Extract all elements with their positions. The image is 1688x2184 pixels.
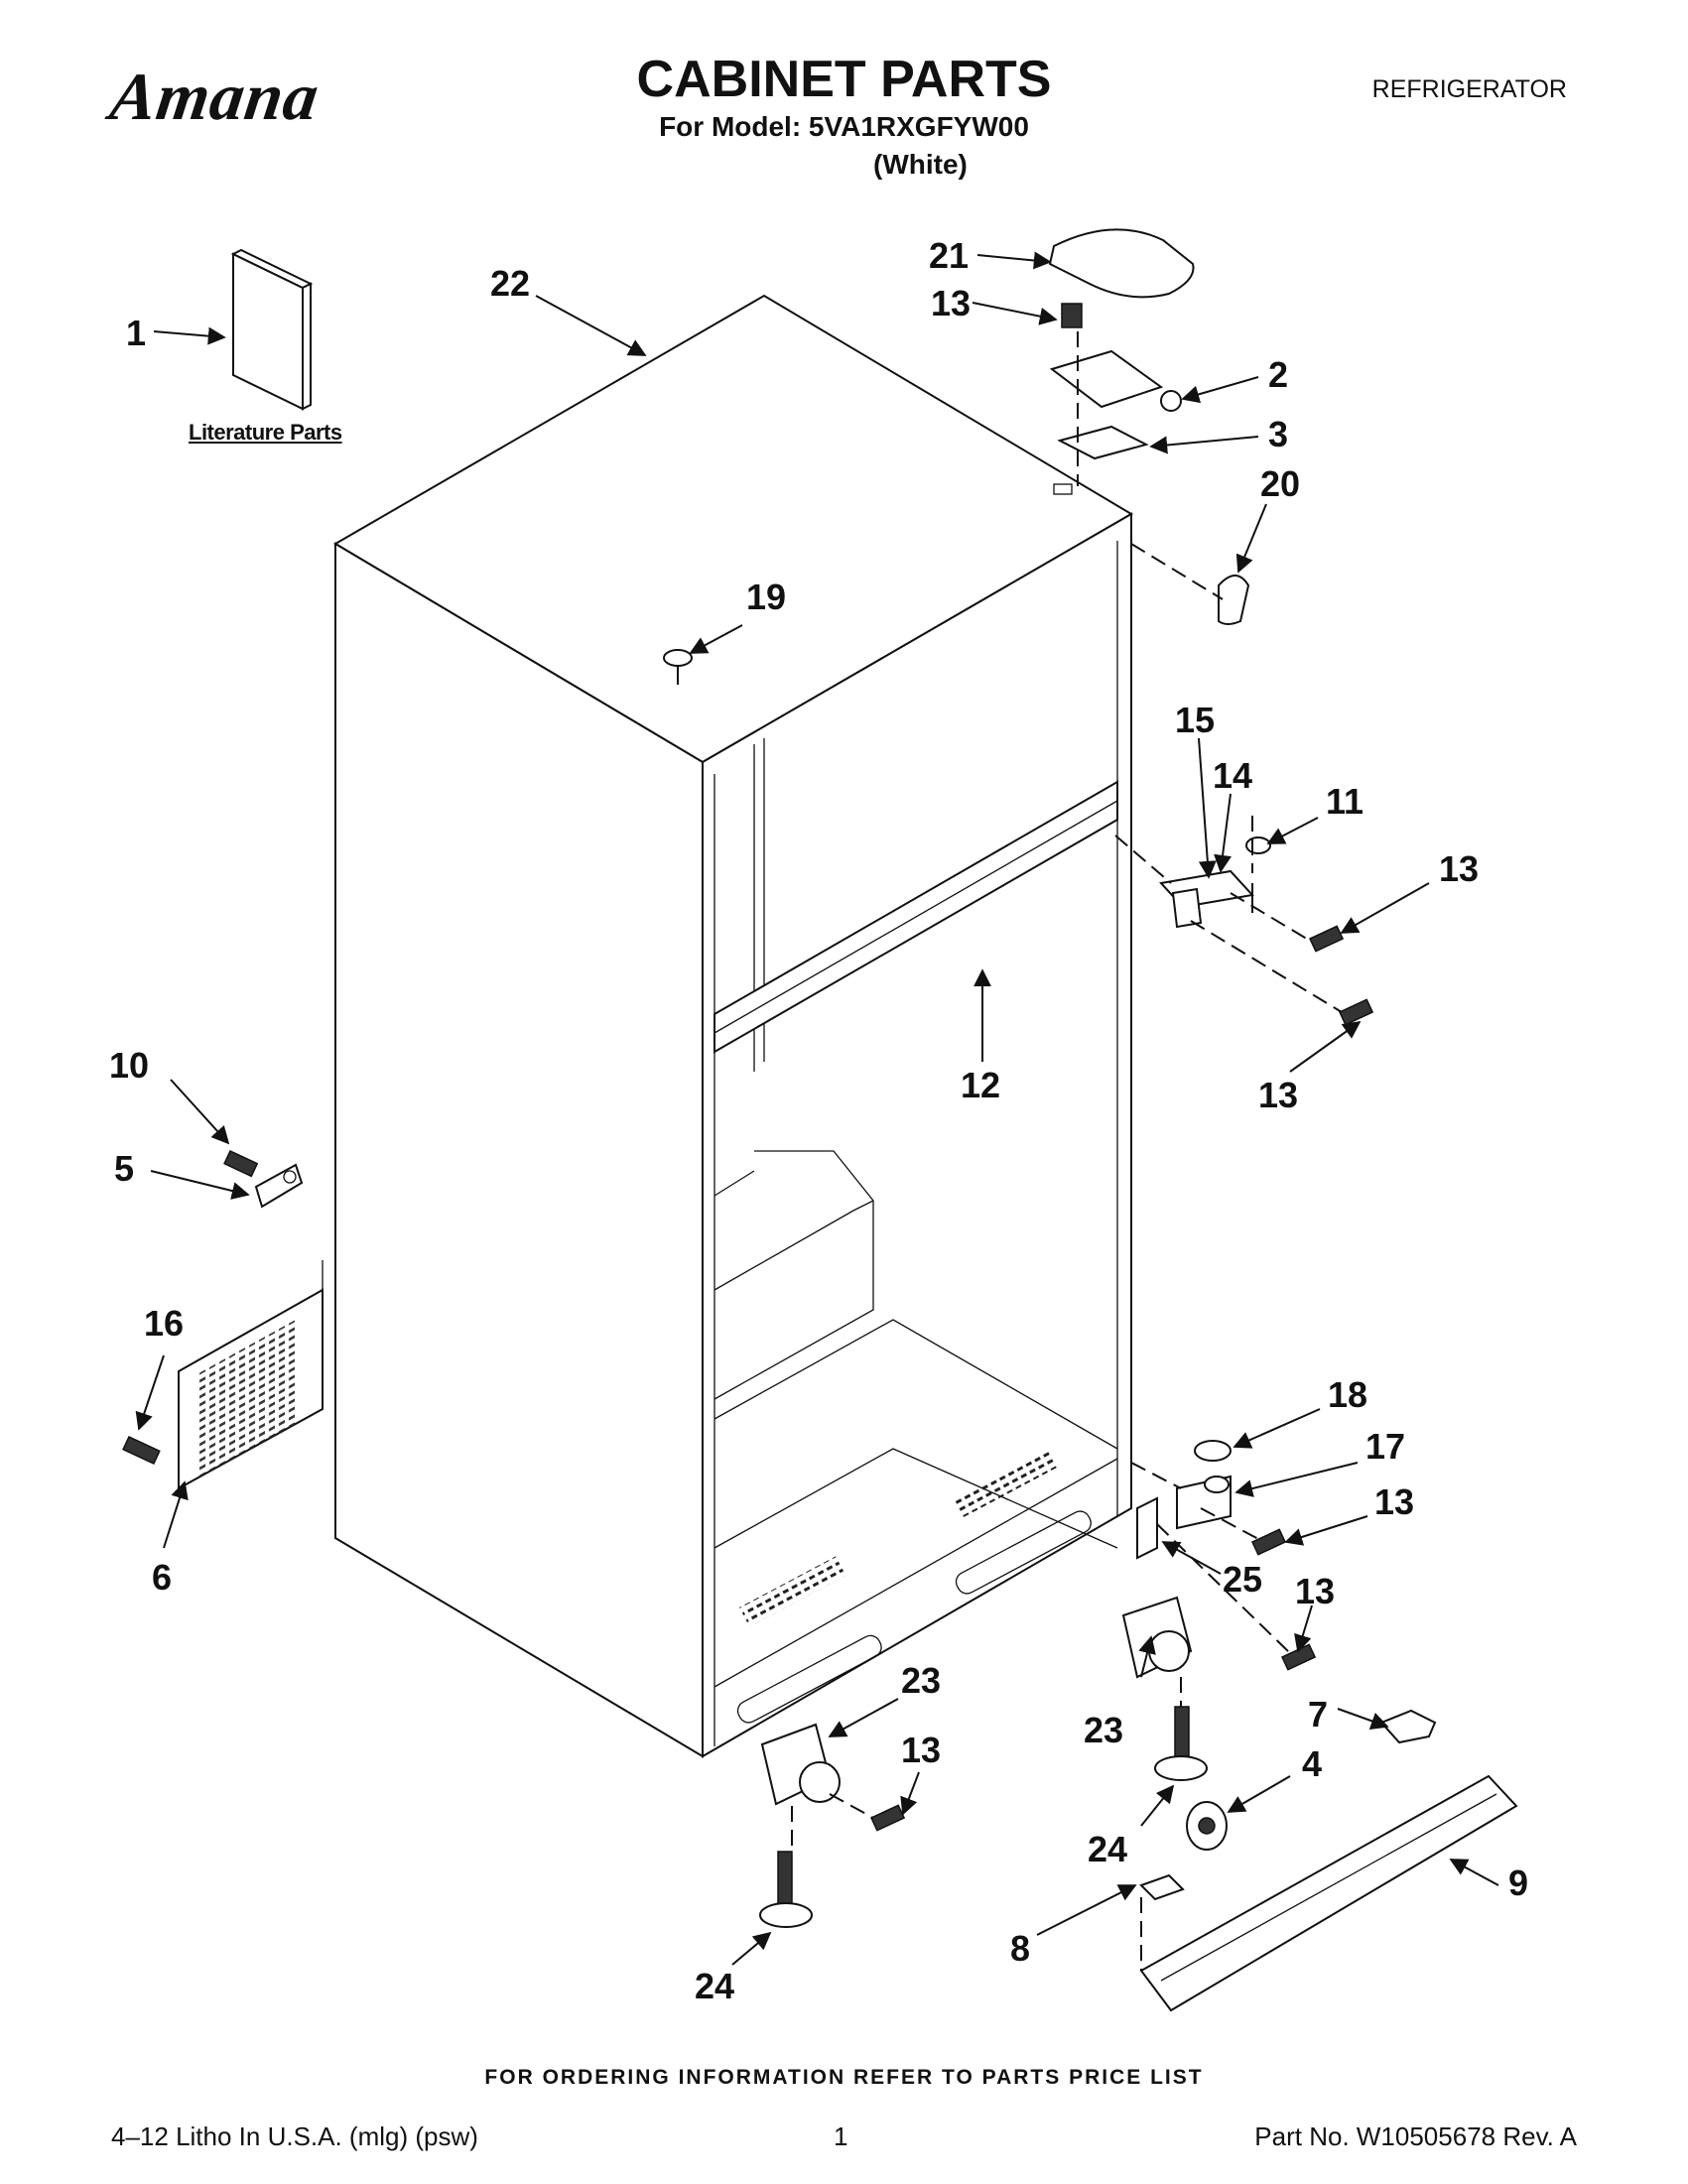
callout-16: 16: [144, 1303, 185, 1344]
callout-24-left: 24: [695, 1966, 735, 2006]
callout-19: 19: [746, 577, 787, 617]
callout-13-bottom-left: 13: [901, 1730, 942, 1770]
callout-17: 17: [1365, 1426, 1406, 1467]
callout-12: 12: [961, 1065, 1001, 1105]
callout-leaders: [135, 251, 1499, 1966]
ordering-note: FOR ORDERING INFORMATION REFER TO PARTS …: [484, 2066, 1204, 2089]
callout-14: 14: [1213, 755, 1253, 796]
rear-access-cover: [178, 1260, 324, 1490]
callout-24-right: 24: [1088, 1829, 1128, 1869]
model-line: For Model: 5VA1RXGFYW00: [659, 111, 1029, 142]
callout-2: 2: [1268, 354, 1289, 395]
literature-parts-label: Literature Parts: [189, 420, 342, 445]
callout-5: 5: [114, 1148, 135, 1189]
callout-25: 25: [1223, 1559, 1263, 1600]
callout-13-top: 13: [931, 283, 972, 323]
literature-booklet: [230, 248, 314, 411]
callout-18: 18: [1328, 1374, 1368, 1415]
callout-8: 8: [1010, 1928, 1031, 1969]
callout-15: 15: [1175, 700, 1216, 740]
callout-20: 20: [1260, 463, 1301, 504]
model-variant: (White): [873, 149, 968, 180]
callout-13-bottom-right: 13: [1295, 1571, 1336, 1611]
callout-1: 1: [126, 313, 147, 353]
callout-13-bottom-hinge: 13: [1374, 1481, 1415, 1522]
callout-3: 3: [1268, 414, 1289, 454]
product-category: REFRIGERATOR: [1371, 75, 1567, 103]
callout-10: 10: [109, 1045, 150, 1086]
callout-7: 7: [1308, 1694, 1329, 1734]
callout-13-center-upper: 13: [1439, 848, 1480, 889]
callout-6: 6: [152, 1557, 173, 1598]
cabinet-body: [333, 294, 1133, 1758]
page-title: CABINET PARTS: [636, 51, 1052, 108]
page-number: 1: [834, 2121, 848, 2151]
callout-13-center-lower: 13: [1258, 1075, 1299, 1115]
part-number: Part No. W10505678 Rev. A: [1254, 2121, 1577, 2151]
print-info: 4–12 Litho In U.S.A. (mlg) (psw): [111, 2121, 478, 2151]
callout-23-right: 23: [1084, 1710, 1124, 1750]
callout-11: 11: [1326, 781, 1364, 822]
hardware-parts: [122, 228, 1518, 2012]
callout-21: 21: [929, 235, 970, 276]
callout-23-left: 23: [901, 1660, 942, 1701]
callout-9: 9: [1508, 1863, 1529, 1903]
callout-4: 4: [1302, 1743, 1323, 1784]
callout-22: 22: [490, 263, 531, 304]
